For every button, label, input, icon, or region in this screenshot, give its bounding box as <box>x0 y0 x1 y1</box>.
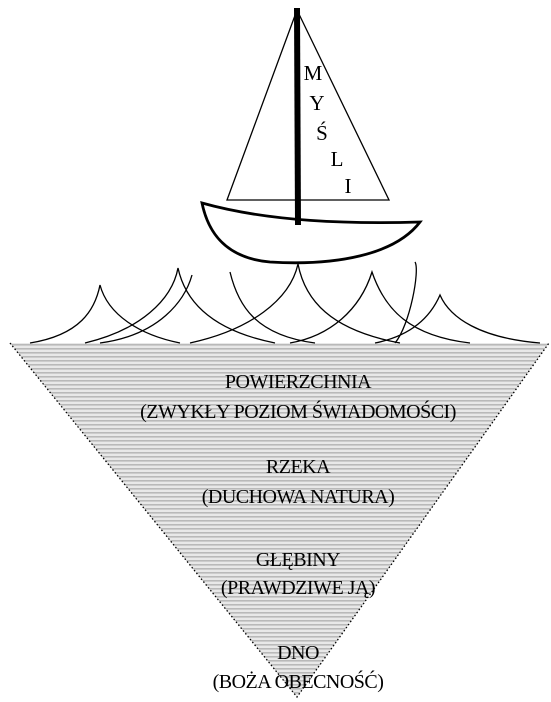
sail-letter-l: L <box>331 147 344 171</box>
wave-6 <box>290 272 470 343</box>
layer-surface-title: POWIERZCHNIA <box>225 371 372 393</box>
wave-8 <box>395 262 416 343</box>
layer-river-subtitle: (DUCHOWA NATURA) <box>202 486 395 508</box>
sail-letter-s: Ś <box>316 121 328 145</box>
wave-1 <box>85 268 275 343</box>
mast <box>297 8 298 225</box>
sail-letter-i: I <box>345 174 352 198</box>
layer-depths-title: GŁĘBINY <box>256 549 340 571</box>
wave-5 <box>190 264 400 343</box>
layer-surface-subtitle: (ZWYKŁY POZIOM ŚWIADOMOŚCI) <box>140 399 456 423</box>
layer-bottom-subtitle: (BOŻA OBECNOŚĆ) <box>213 669 384 693</box>
layer-depths-subtitle: (PRAWDZIWE JĄ) <box>221 577 375 599</box>
layer-bottom-title: DNO <box>277 642 319 664</box>
sail <box>227 10 389 200</box>
wave-2 <box>30 285 180 343</box>
sail-letter-m: M <box>304 61 323 85</box>
sail-letter-y: Y <box>309 91 324 115</box>
layer-river-title: RZEKA <box>266 456 331 478</box>
waves <box>30 262 540 343</box>
wave-4 <box>230 272 315 343</box>
boat-hull <box>202 203 420 263</box>
